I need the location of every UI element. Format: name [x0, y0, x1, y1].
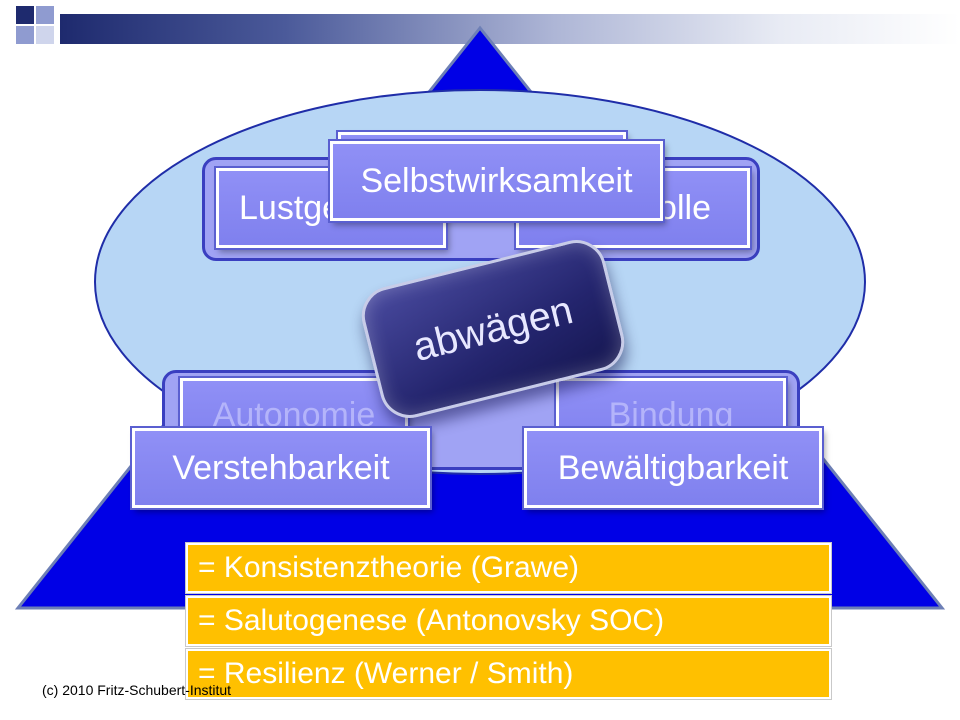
- center-key-label: abwägen: [408, 287, 577, 370]
- box-verstehbarkeit: Verstehbarkeit: [132, 428, 430, 508]
- box-bewaeltigbarkeit: Bewältigbarkeit: [524, 428, 822, 508]
- corner-square-light: [16, 26, 34, 44]
- strip-konsistenztheorie: = Konsistenztheorie (Grawe): [186, 543, 831, 593]
- copyright-text: (c) 2010 Fritz-Schubert-Institut: [42, 682, 232, 698]
- corner-square-light: [36, 6, 54, 24]
- corner-square-pale: [36, 26, 54, 44]
- strip-salutogenese: = Salutogenese (Antonovsky SOC): [186, 596, 831, 646]
- strip-resilienz: = Resilienz (Werner / Smith): [186, 649, 831, 699]
- box-selbstwirksamkeit: Selbstwirksamkeit: [330, 141, 663, 221]
- corner-square-dark: [16, 6, 34, 24]
- header-gradient-bar: [60, 14, 960, 44]
